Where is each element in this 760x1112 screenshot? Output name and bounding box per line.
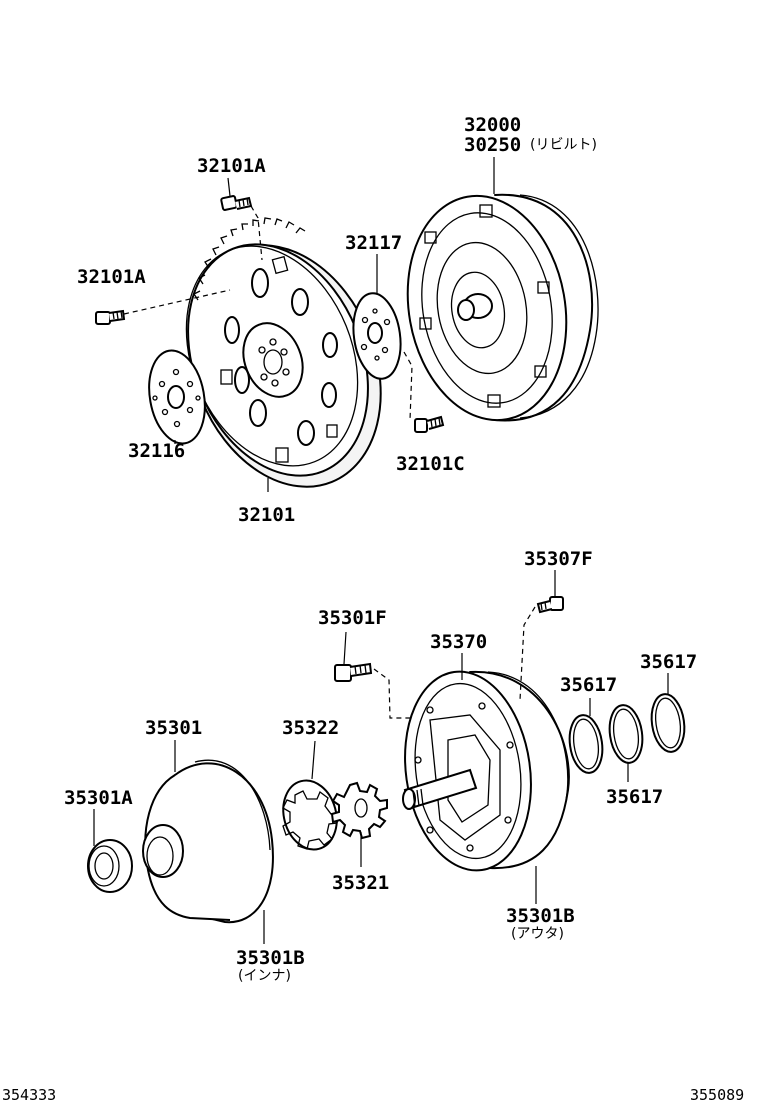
label-32000: 32000 (464, 114, 522, 136)
seal-ring-35617-b (608, 704, 644, 764)
label-32101A-top: 32101A (197, 155, 266, 177)
label-35321: 35321 (332, 872, 390, 894)
adapter-plate-32116 (148, 349, 206, 445)
oil-pump-body-35370 (402, 670, 570, 872)
label-30250-note: (リビルト) (530, 137, 597, 153)
drive-gear-35321 (330, 781, 388, 840)
label-35301F: 35301F (318, 607, 387, 629)
label-35370: 35370 (430, 631, 488, 653)
label-35617-c: 35617 (640, 651, 698, 673)
label-35617-b: 35617 (606, 786, 664, 808)
torque-converter-32000 (406, 193, 599, 422)
bolt-32101A-top (220, 195, 253, 211)
label-30250: 30250 (464, 134, 522, 156)
ring-gear-teeth (193, 217, 306, 301)
label-35301A: 35301A (64, 787, 133, 809)
bolt-32101A-left (95, 309, 126, 325)
label-32116: 32116 (128, 440, 186, 462)
label-32117: 32117 (345, 232, 403, 254)
oil-pump-cover-35301 (142, 759, 274, 924)
label-35307F: 35307F (524, 548, 593, 570)
driven-gear-35322 (282, 779, 340, 851)
label-32101: 32101 (238, 504, 296, 526)
bolt-35307F (536, 596, 564, 614)
adapter-plate-32117 (352, 292, 402, 380)
label-35322: 35322 (282, 717, 340, 739)
label-35301B-outer: 35301B (506, 905, 575, 927)
label-32101A-left: 32101A (77, 266, 146, 288)
figure-code-right: 355089 (690, 1086, 745, 1104)
figure-code-left: 354333 (2, 1086, 57, 1104)
label-32101C: 32101C (396, 453, 465, 475)
label-35617-a: 35617 (560, 674, 618, 696)
seal-ring-35617-c (650, 693, 686, 753)
label-35301B-inner: 35301B (236, 947, 305, 969)
bolt-32101C (403, 351, 445, 433)
label-35301B-inner-note: (インナ) (238, 968, 291, 984)
seal-ring-35617-a (568, 714, 604, 774)
oil-seal-35301A (87, 839, 133, 893)
label-35301: 35301 (145, 717, 203, 739)
bolt-35301F (334, 662, 373, 682)
label-35301B-outer-note: (アウタ) (511, 926, 564, 942)
